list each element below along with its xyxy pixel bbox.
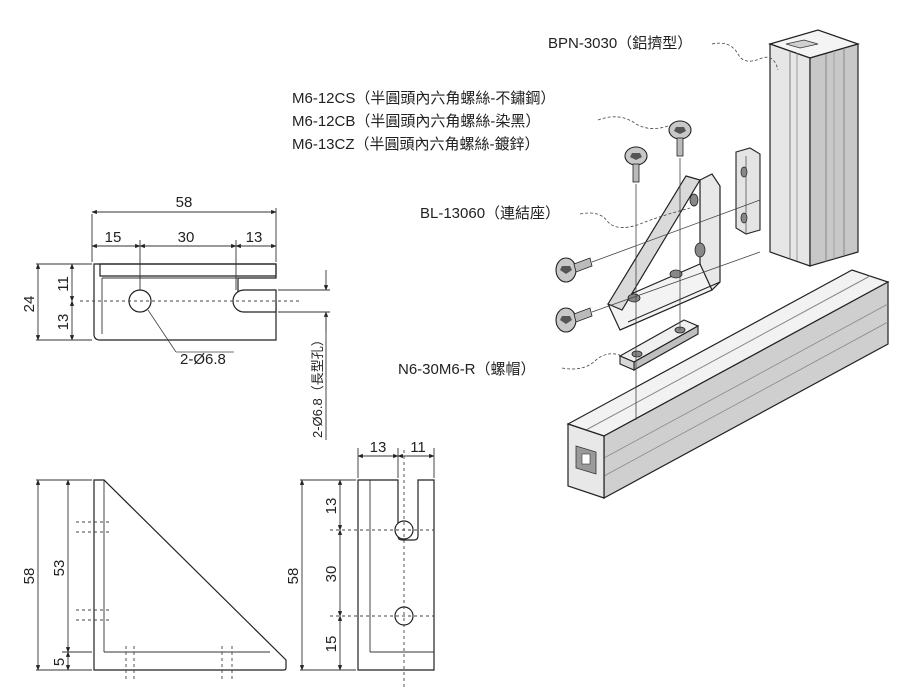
dim-front-width-left: 13 [370,439,387,456]
dim-height: 24 [21,296,38,313]
front-view: 13 11 58 13 30 15 [285,439,435,690]
dim-front-height: 58 [285,568,302,585]
horizontal-profile [566,269,890,500]
l-bracket [607,173,721,331]
dim-middle-segment: 30 [178,229,195,246]
screw-top-2 [624,146,648,183]
label-screw-cb: M6-12CB（半圓頭內六角螺絲-染黑） [292,113,540,130]
label-bracket: BL-13060（連結座） [420,205,560,222]
vertical-profile [768,29,860,267]
label-nut: N6-30M6-R（螺帽） [398,361,536,378]
dim-left-segment: 15 [105,229,122,246]
plate-nut [735,147,761,235]
side-view: 58 53 5 [21,479,287,680]
dim-side-base: 5 [51,658,68,666]
screw-side-2 [555,307,593,333]
dim-front-top: 13 [323,498,340,515]
dim-side-height: 58 [21,568,38,585]
assembly-view [555,29,890,500]
dim-right-segment: 13 [246,229,263,246]
dim-front-width-right: 11 [410,439,426,456]
label-screw-cz: M6-13CZ（半圓頭內六角螺絲-鍍鋅） [292,136,540,153]
slot-note: 2-Ø6.8（長型孔） [310,333,325,438]
screw-top-1 [668,120,692,157]
callouts: BPN-3030（鋁擠型） M6-12CS（半圓頭內六角螺絲-不鏽鋼） M6-1… [292,35,779,378]
dim-front-bottom: 15 [323,636,340,653]
dim-upper: 11 [55,276,72,292]
top-view: 58 15 30 13 24 11 13 2-Ø6.8 2-Ø6.8（長型孔） [21,194,330,440]
label-profile: BPN-3030（鋁擠型） [548,35,692,52]
dim-side-inner: 53 [51,560,68,577]
label-screw-cs: M6-12CS（半圓頭內六角螺絲-不鏽鋼） [292,90,555,107]
t-nut [618,319,700,371]
screw-side-1 [555,257,593,283]
hole-note: 2-Ø6.8 [180,351,226,368]
dim-overall-width: 58 [176,194,193,211]
dim-front-mid: 30 [323,566,340,583]
dim-lower: 13 [55,314,72,331]
